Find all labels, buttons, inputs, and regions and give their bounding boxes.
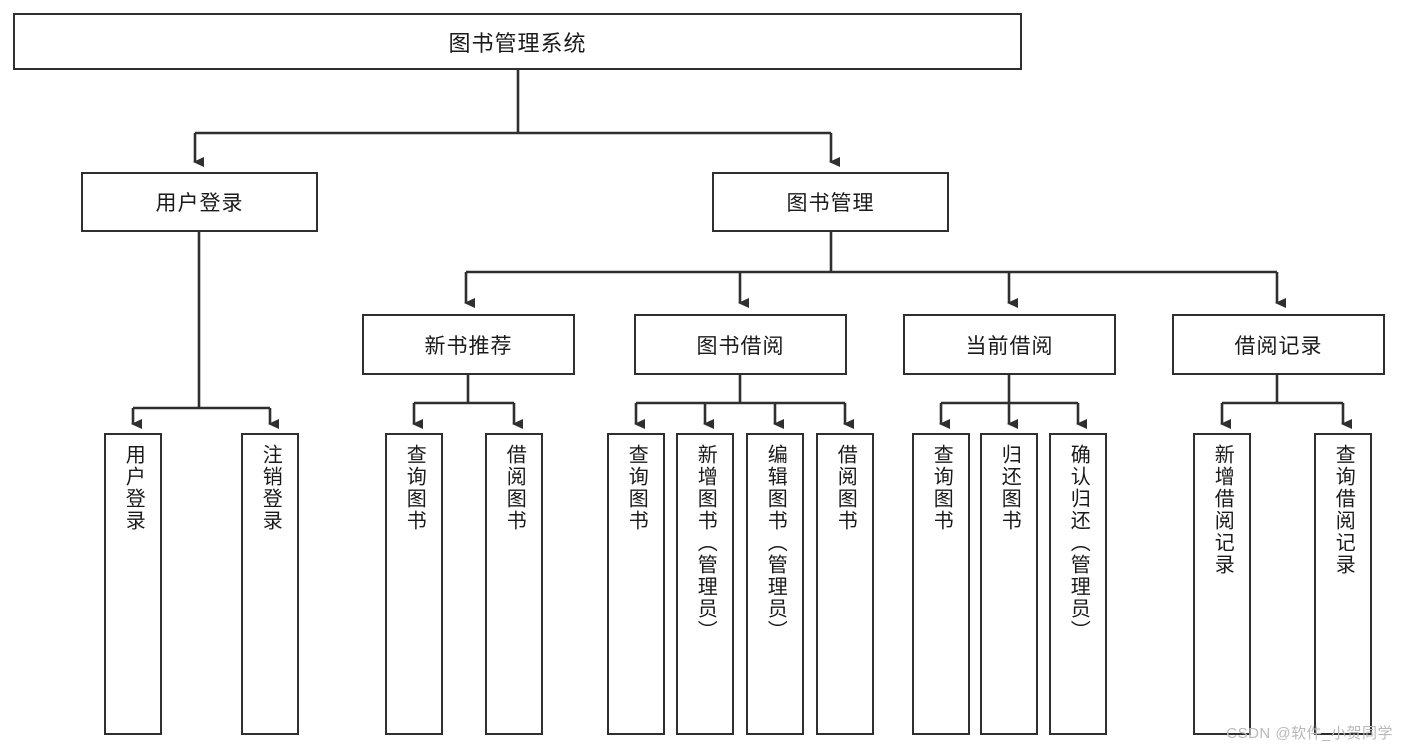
- node-label: 归还图书: [998, 444, 1021, 532]
- leaf-current-confirm-return-admin[interactable]: 确认归还（管理员）: [1049, 433, 1107, 735]
- node-label: 图书借阅: [696, 334, 785, 358]
- node-label: 借阅图书: [503, 444, 526, 532]
- leaf-recommend-borrow-book[interactable]: 借阅图书: [485, 433, 543, 735]
- node-label: 查询图书: [403, 444, 426, 532]
- node-label: 借阅图书: [834, 444, 857, 532]
- node-label: 编辑图书（管理员）: [764, 444, 787, 642]
- leaf-borrow-borrow-book[interactable]: 借阅图书: [816, 433, 874, 735]
- leaf-current-return-book[interactable]: 归还图书: [980, 433, 1038, 735]
- node-label: 注销登录: [259, 444, 282, 532]
- node-current-borrow[interactable]: 当前借阅: [903, 314, 1116, 375]
- node-label: 当前借阅: [965, 334, 1054, 358]
- leaf-record-query-borrow-record[interactable]: 查询借阅记录: [1314, 433, 1372, 735]
- node-book-borrow[interactable]: 图书借阅: [634, 314, 847, 375]
- node-label: 新书推荐: [424, 334, 513, 358]
- leaf-current-query-book[interactable]: 查询图书: [912, 433, 970, 735]
- node-user-login[interactable]: 用户登录: [81, 172, 318, 232]
- node-label: 新增图书（管理员）: [694, 444, 717, 642]
- node-label: 查询图书: [625, 444, 648, 532]
- node-new-book-recommend[interactable]: 新书推荐: [362, 314, 575, 375]
- node-label: 借阅记录: [1234, 334, 1323, 358]
- leaf-borrow-edit-book-admin[interactable]: 编辑图书（管理员）: [746, 433, 804, 735]
- node-label: 新增借阅记录: [1211, 444, 1234, 576]
- node-label: 用户登录: [155, 192, 244, 215]
- node-book-management[interactable]: 图书管理: [712, 172, 949, 232]
- leaf-logout[interactable]: 注销登录: [241, 433, 299, 735]
- node-label: 查询借阅记录: [1332, 444, 1355, 576]
- node-borrow-record[interactable]: 借阅记录: [1172, 314, 1385, 375]
- node-root-system[interactable]: 图书管理系统: [13, 13, 1022, 70]
- node-label: 查询图书: [930, 444, 953, 532]
- node-label: 确认归还（管理员）: [1067, 444, 1090, 642]
- leaf-record-add-borrow-record[interactable]: 新增借阅记录: [1193, 433, 1251, 735]
- leaf-borrow-query-book[interactable]: 查询图书: [607, 433, 665, 735]
- node-label: 图书管理系统: [448, 30, 587, 56]
- leaf-user-login[interactable]: 用户登录: [104, 433, 162, 735]
- leaf-borrow-add-book-admin[interactable]: 新增图书（管理员）: [676, 433, 734, 735]
- node-label: 图书管理: [786, 192, 875, 215]
- node-label: 用户登录: [122, 444, 145, 532]
- watermark-text: CSDN @软件_小贺同学: [1226, 725, 1393, 742]
- leaf-recommend-query-book[interactable]: 查询图书: [385, 433, 443, 735]
